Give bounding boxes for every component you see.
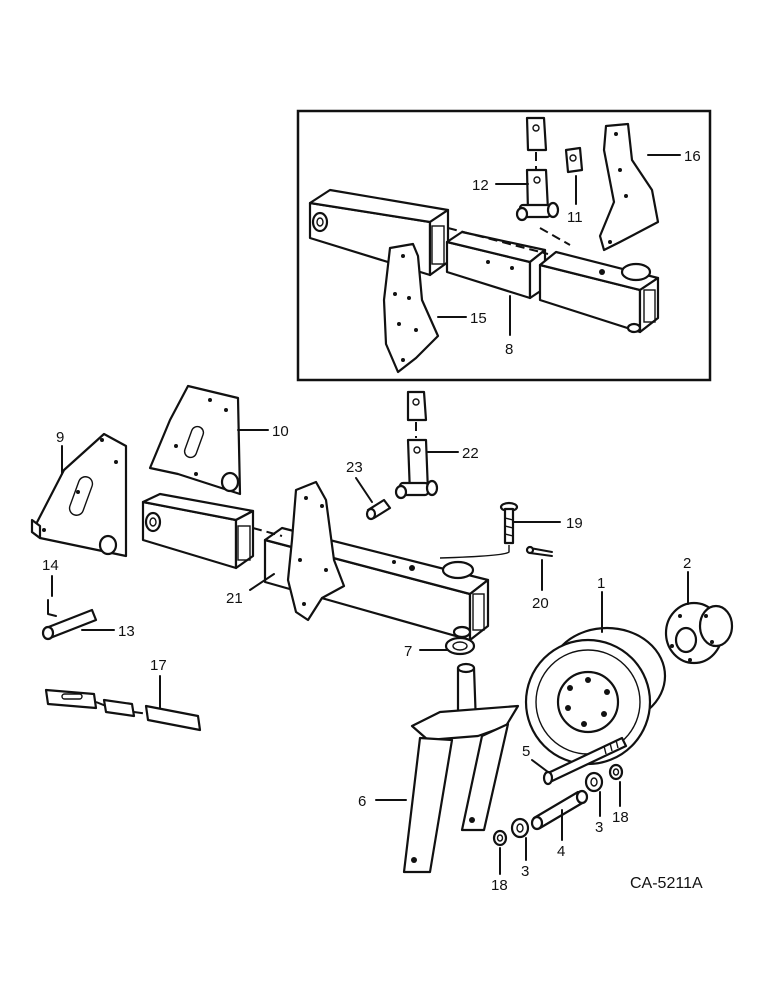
callout-20: 20	[532, 595, 549, 612]
axle-bolt-4	[530, 789, 589, 831]
callout-19: 19	[566, 515, 583, 532]
inset-axle-right-section	[538, 250, 660, 334]
plate-10	[148, 384, 242, 496]
inset-bracket-15	[382, 242, 440, 374]
callout-3-left: 3	[521, 863, 529, 880]
inset-bracket-16	[598, 122, 660, 252]
washer-7	[444, 636, 476, 656]
callout-9: 9	[56, 429, 64, 446]
leader-5	[531, 759, 549, 773]
callout-6: 6	[358, 793, 366, 810]
callout-16: 16	[684, 148, 701, 165]
callout-21: 21	[226, 590, 243, 607]
callout-11: 11	[567, 209, 583, 226]
pin-13	[41, 608, 98, 641]
link-bar-17	[44, 688, 202, 732]
callout-17: 17	[150, 657, 167, 674]
callout-15: 15	[470, 310, 487, 327]
axle-mounting-plate	[286, 480, 346, 622]
inset-axle-middle-section	[445, 230, 547, 300]
callout-22: 22	[462, 445, 479, 462]
callout-18-right: 18	[612, 809, 629, 826]
wheel-1	[524, 626, 667, 766]
leader-23	[355, 477, 373, 503]
callout-10: 10	[272, 423, 289, 440]
inset-axle-left-section	[308, 188, 450, 277]
callout-12: 12	[472, 177, 489, 194]
callout-18-left: 18	[491, 877, 508, 894]
hub-2	[664, 601, 734, 665]
bolt-5	[542, 736, 628, 786]
pin-19	[499, 501, 519, 545]
leader-21	[249, 573, 275, 591]
diagram-code: CA-5211A	[630, 875, 703, 892]
nut-18-right	[608, 763, 624, 781]
callout-2: 2	[683, 555, 691, 572]
callout-5: 5	[522, 743, 530, 760]
cotter-20	[525, 545, 553, 557]
callout-4: 4	[557, 843, 565, 860]
callout-7: 7	[404, 643, 412, 660]
callout-13: 13	[118, 623, 135, 640]
inset-stand-12	[515, 116, 560, 222]
inset-clip-11	[564, 146, 584, 174]
inset-frame	[296, 109, 712, 382]
stand-22	[394, 390, 439, 500]
callout-3-right: 3	[595, 819, 603, 836]
callout-8: 8	[505, 341, 513, 358]
callout-14: 14	[42, 557, 59, 574]
pin-23	[365, 498, 392, 521]
fork-6	[402, 662, 520, 874]
plate-9	[30, 432, 128, 558]
spacer-3-right	[584, 771, 604, 793]
nut-18-left	[492, 829, 508, 847]
callout-23: 23	[346, 459, 363, 476]
hairpin-14	[47, 599, 57, 617]
spacer-3-left	[510, 817, 530, 839]
callout-1: 1	[597, 575, 605, 592]
